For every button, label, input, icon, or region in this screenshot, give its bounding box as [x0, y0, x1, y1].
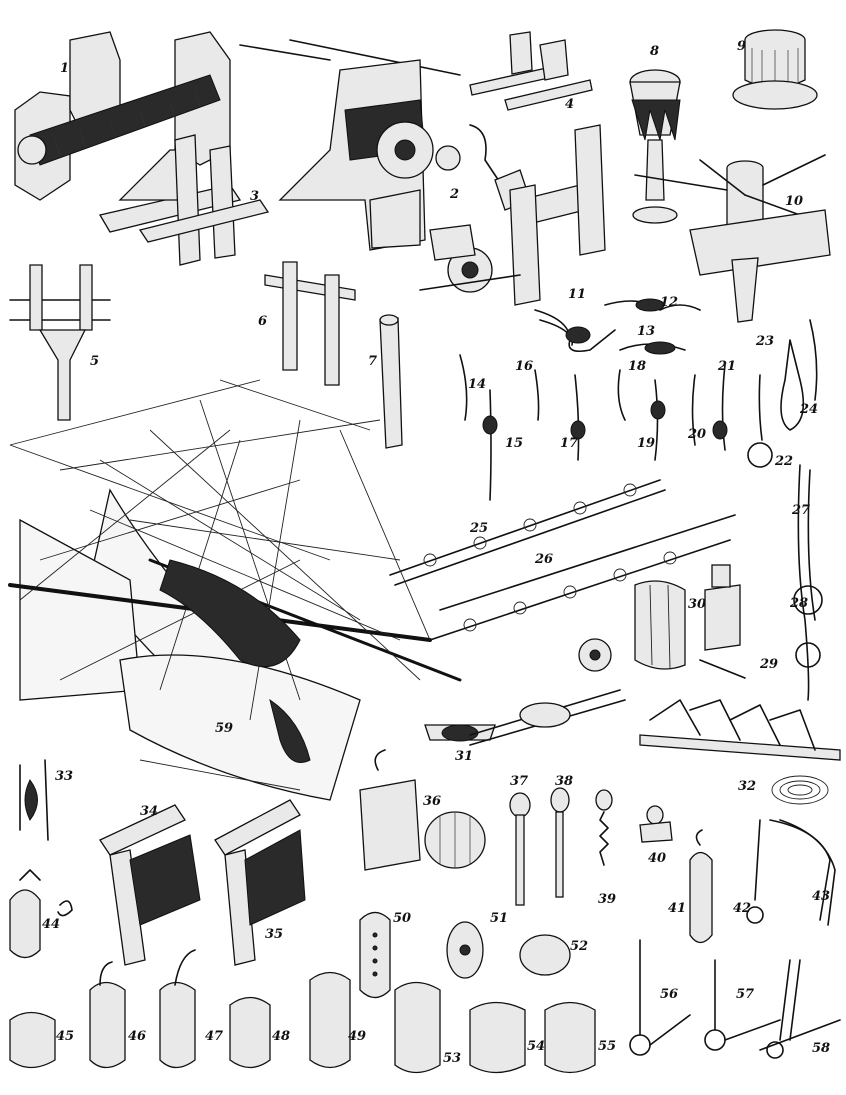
figure-number: 32 — [738, 779, 757, 794]
figure-number: 26 — [535, 552, 554, 567]
figure-number: 19 — [637, 436, 656, 451]
figure-number: 31 — [455, 749, 474, 764]
rope-drawing-icon — [793, 464, 823, 701]
figure-number: 4 — [565, 97, 575, 112]
figure-number: 44 — [42, 917, 61, 932]
stopper-frame-drawing-icon — [9, 264, 111, 421]
eyebolt-drawing-icon — [509, 787, 673, 906]
figure-number: 17 — [560, 436, 579, 451]
figure-number: 25 — [470, 521, 489, 536]
pin-rail-drawing-icon — [639, 699, 841, 805]
figure-number: 58 — [812, 1041, 831, 1056]
block-drawing-icon — [578, 564, 746, 679]
figure-number: 46 — [128, 1029, 147, 1044]
figure-number: 54 — [527, 1039, 546, 1054]
figure-number: 27 — [792, 503, 811, 518]
figure-number: 35 — [265, 927, 284, 942]
chain-drawing-icon — [389, 479, 736, 641]
figure-number: 51 — [490, 911, 509, 926]
figure-number: 38 — [555, 774, 574, 789]
figure-number: 21 — [718, 359, 737, 374]
figure-number: 28 — [790, 596, 809, 611]
figure-number: 1 — [60, 61, 70, 76]
tackle-drawing-icon — [689, 819, 836, 944]
figure-number: 7 — [368, 354, 378, 369]
figure-number: 59 — [215, 721, 234, 736]
bitt-posts-drawing-icon — [264, 261, 356, 386]
figure-number: 30 — [688, 597, 707, 612]
blocks-row-drawing-icon — [9, 869, 596, 1074]
figure-number: 43 — [812, 889, 831, 904]
figure-number: 20 — [688, 427, 707, 442]
cleat-with-rope-drawing-icon — [424, 689, 626, 746]
figure-number: 11 — [568, 287, 587, 302]
bitt-frame-drawing-icon — [98, 134, 270, 266]
figure-number: 2 — [450, 187, 460, 202]
figure-number: 37 — [510, 774, 529, 789]
figure-number: 39 — [598, 892, 617, 907]
figure-number: 15 — [505, 436, 524, 451]
figure-number: 45 — [56, 1029, 75, 1044]
figure-number: 57 — [736, 987, 755, 1002]
figure-number: 29 — [760, 657, 779, 672]
deck-eyes-drawing-icon — [629, 939, 841, 1059]
windlass-drawing-icon — [14, 31, 231, 201]
figure-number: 41 — [668, 901, 687, 916]
figure-number: 5 — [90, 354, 100, 369]
hook-block-drawing-icon — [359, 749, 486, 871]
figure-number: 53 — [443, 1051, 462, 1066]
seizing-drawing-icon — [19, 759, 49, 841]
figure-number: 14 — [468, 377, 487, 392]
figure-number: 18 — [628, 359, 647, 374]
capstan-with-bars-drawing-icon — [634, 154, 831, 323]
figure-number: 3 — [250, 189, 260, 204]
figure-number: 8 — [650, 44, 660, 59]
figure-number: 50 — [393, 911, 412, 926]
figure-number: 47 — [205, 1029, 224, 1044]
figure-number: 40 — [648, 851, 667, 866]
figure-number: 23 — [756, 334, 775, 349]
figure-number: 6 — [258, 314, 268, 329]
figure-number: 49 — [348, 1029, 367, 1044]
figure-number: 48 — [272, 1029, 291, 1044]
figure-number: 16 — [515, 359, 534, 374]
capstan-drum-drawing-icon — [732, 29, 818, 110]
figure-number: 12 — [660, 295, 679, 310]
figure-number: 34 — [140, 804, 159, 819]
cleat-pair-drawing-icon — [469, 31, 593, 111]
figure-number: 52 — [570, 939, 589, 954]
figure-number: 33 — [55, 769, 74, 784]
figure-number: 55 — [598, 1039, 617, 1054]
figure-number: 13 — [637, 324, 656, 339]
figure-number: 24 — [800, 402, 819, 417]
bowsprit-rigging-drawing-icon — [8, 379, 462, 801]
figure-number: 42 — [733, 901, 752, 916]
capstan-drawing-icon — [629, 69, 681, 224]
belaying-pin-drawing-icon — [379, 314, 403, 449]
figure-number: 9 — [737, 39, 747, 54]
figure-number: 56 — [660, 987, 679, 1002]
knot-drawing-icon — [459, 298, 818, 501]
figure-number: 22 — [775, 454, 794, 469]
winch-machinery-drawing-icon — [239, 39, 606, 306]
figure-number: 10 — [785, 194, 804, 209]
timber-knee-drawing-icon — [99, 799, 306, 966]
figure-number: 36 — [423, 794, 442, 809]
